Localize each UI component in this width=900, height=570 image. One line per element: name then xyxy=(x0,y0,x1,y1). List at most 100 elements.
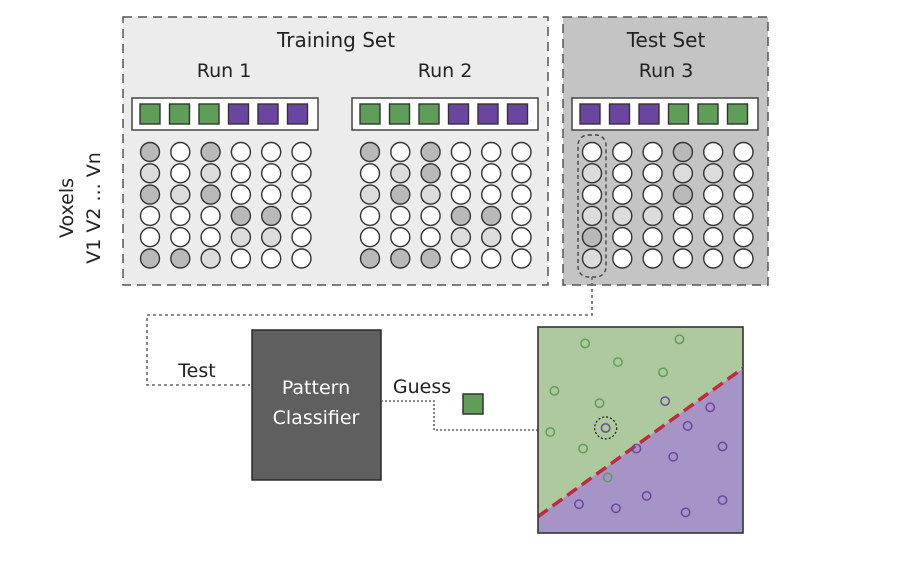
voxel-indices-label: V1 V2 ... Vn xyxy=(83,152,105,263)
voxel-circle xyxy=(420,226,441,248)
voxel-circle xyxy=(581,226,603,248)
green-data-point xyxy=(545,427,556,438)
feature-space-frame xyxy=(537,326,744,534)
green-data-point xyxy=(613,357,623,367)
test-set-panel: Test Set Run 3 xyxy=(562,16,769,286)
voxel-circle xyxy=(390,141,411,163)
voxel-circle xyxy=(359,226,381,248)
voxel-circle xyxy=(481,184,502,205)
test-data-point xyxy=(600,422,611,433)
voxel-circle xyxy=(450,163,472,184)
voxel-circle xyxy=(261,184,282,205)
voxel-circle xyxy=(139,205,161,227)
voxel-circle xyxy=(420,205,441,227)
voxel-circle xyxy=(612,163,633,184)
voxel-circle xyxy=(672,184,694,205)
feature-space-points xyxy=(545,334,728,518)
green-condition-block xyxy=(697,103,719,125)
green-data-point xyxy=(594,398,605,409)
voxel-circle xyxy=(261,205,282,227)
voxel-circle xyxy=(200,205,221,227)
pattern-classifier: Pattern Classifier xyxy=(251,329,382,481)
voxel-circle xyxy=(390,184,411,205)
voxel-circle xyxy=(703,184,724,205)
voxel-circle xyxy=(291,205,312,227)
voxel-circle xyxy=(450,226,472,248)
voxel-circle xyxy=(612,226,633,248)
classifier-box xyxy=(251,329,382,481)
voxel-circle xyxy=(672,226,694,248)
voxel-circle xyxy=(642,205,663,227)
voxel-circle xyxy=(511,248,532,269)
voxel-circle xyxy=(450,248,472,269)
voxel-circle xyxy=(139,163,161,184)
green-condition-block xyxy=(418,103,440,125)
voxel-circle xyxy=(230,205,252,227)
green-data-point xyxy=(674,334,685,345)
voxels-axis-label: Voxels V1 V2 ... Vn xyxy=(56,152,105,263)
voxel-circle xyxy=(642,184,663,205)
voxel-circle xyxy=(390,205,411,227)
run-1-condition-blocks xyxy=(139,103,309,125)
run-2-label: Run 2 xyxy=(418,60,473,82)
run-1-label: Run 1 xyxy=(197,60,252,82)
green-data-point xyxy=(578,443,589,454)
voxel-circle xyxy=(703,205,724,227)
voxel-circle xyxy=(703,163,724,184)
voxel-circle xyxy=(200,184,221,205)
voxel-circle xyxy=(733,141,754,163)
green-data-point xyxy=(580,338,591,349)
voxel-circle xyxy=(291,248,312,269)
voxel-circle xyxy=(581,248,603,269)
run-2-condition-blocks xyxy=(359,103,529,125)
green-data-point xyxy=(549,385,560,396)
feature-space-plot xyxy=(537,326,744,534)
voxel-circle xyxy=(511,163,532,184)
purple-condition-block xyxy=(579,103,601,125)
purple-data-point xyxy=(717,495,728,505)
voxel-circle xyxy=(291,141,312,163)
green-condition-block xyxy=(359,103,381,125)
voxel-circle xyxy=(200,163,221,184)
voxel-circle xyxy=(511,184,532,205)
voxel-circle xyxy=(703,141,724,163)
guess-label: Guess xyxy=(393,376,451,398)
voxel-circle xyxy=(733,184,754,205)
run-3-conditions-strip xyxy=(571,97,759,131)
voxel-circle xyxy=(612,205,633,227)
voxel-circle xyxy=(703,226,724,248)
voxel-circle xyxy=(450,184,472,205)
voxel-circle xyxy=(170,163,191,184)
purple-condition-block xyxy=(447,103,470,125)
purple-condition-block xyxy=(227,103,250,125)
voxel-circle xyxy=(261,248,282,269)
voxel-circle xyxy=(481,205,502,227)
voxel-circle xyxy=(511,226,532,248)
voxel-circle xyxy=(170,205,191,227)
voxel-circle xyxy=(511,141,532,163)
test-connector-line xyxy=(146,277,593,386)
voxel-circle xyxy=(200,248,221,269)
voxel-circle xyxy=(612,248,633,269)
voxel-circle xyxy=(642,141,663,163)
voxel-circle xyxy=(642,163,663,184)
classifier-title-line-2: Classifier xyxy=(273,407,360,429)
run-3-voxel-grid xyxy=(581,141,754,269)
voxel-circle xyxy=(450,205,472,227)
green-condition-block xyxy=(667,103,690,125)
purple-condition-block xyxy=(286,103,309,125)
voxel-circle xyxy=(420,184,441,205)
voxel-circle xyxy=(261,163,282,184)
voxel-circle xyxy=(359,184,381,205)
voxel-circle xyxy=(230,248,252,269)
voxel-circle xyxy=(420,163,441,184)
voxel-circle xyxy=(581,205,603,227)
voxel-circle xyxy=(642,226,663,248)
voxel-circle xyxy=(359,248,381,269)
purple-data-point xyxy=(631,443,642,454)
voxel-circle xyxy=(170,226,191,248)
voxel-circle xyxy=(261,226,282,248)
voxel-circle xyxy=(359,205,381,227)
test-sample-highlight xyxy=(577,134,607,278)
